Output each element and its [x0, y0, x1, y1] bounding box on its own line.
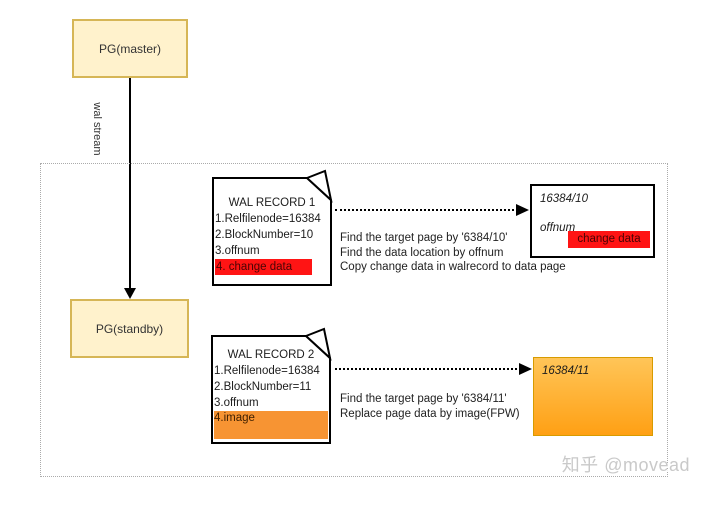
- step-line: Find the target page by '6384/11': [340, 393, 507, 405]
- step-line: Copy change data in walrecord to data pa…: [340, 261, 566, 273]
- steps-block-1: Find the target page by '6384/10' Find t…: [340, 231, 566, 275]
- wal-record-2-content: WAL RECORD 2 1.Relfilenode=16384 2.Block…: [214, 347, 328, 439]
- pg-standby-node: PG(standby): [70, 299, 189, 358]
- wal-record-2-line: 2.BlockNumber=11: [214, 381, 312, 393]
- step-line: Replace page data by image(FPW): [340, 407, 520, 420]
- wal-record-2-line: 1.Relfilenode=16384: [214, 365, 320, 377]
- wal-record-1-content: WAL RECORD 1 1.Relfilenode=16384 2.Block…: [215, 195, 329, 275]
- data-page-11-title: 16384/11: [542, 365, 590, 377]
- watermark: 知乎 @movead: [561, 455, 690, 475]
- wal-record-2-line: 3.offnum: [214, 397, 259, 409]
- data-page-10-offnum: offnum: [540, 222, 576, 234]
- steps-block-2: Find the target page by '6384/11' Replac…: [340, 392, 520, 421]
- step-line: Find the data location by offnum: [340, 246, 504, 259]
- wal-record-2-arrowhead-icon: [519, 363, 532, 375]
- pg-master-label: PG(master): [98, 41, 161, 56]
- data-page-10-title: 16384/10: [540, 193, 588, 205]
- data-page-16384-10: 16384/10 offnum change data: [530, 184, 655, 258]
- wal-record-1-line: 1.Relfilenode=16384: [215, 213, 321, 225]
- data-page-16384-11: 16384/11: [533, 357, 653, 436]
- wal-record-1-note-shape: [212, 169, 333, 286]
- wal-record-1-arrow-line: [335, 209, 518, 211]
- wal-record-2-image-highlight: 4.image: [214, 411, 328, 439]
- wal-stream-arrow-line: [129, 78, 131, 289]
- wal-record-1-change-data-highlight: 4. change data: [215, 259, 312, 275]
- wal-stream-arrowhead-icon: [124, 288, 136, 299]
- wal-record-1-line: 3.offnum: [215, 245, 260, 257]
- standby-region-frame: [40, 163, 668, 477]
- wal-record-1-arrowhead-icon: [516, 204, 529, 216]
- wal-stream-label: wal stream: [91, 102, 103, 156]
- wal-record-2-title: WAL RECORD 2: [227, 349, 315, 361]
- wal-record-1-title: WAL RECORD 1: [228, 197, 316, 209]
- wal-record-1-line: 2.BlockNumber=10: [215, 229, 314, 241]
- wal-record-2-arrow-line: [335, 368, 521, 370]
- step-line: Find the target page by '6384/10': [340, 232, 508, 244]
- data-page-10-change-data-highlight: change data: [568, 231, 650, 248]
- pg-standby-label: PG(standby): [95, 321, 164, 336]
- pg-master-node: PG(master): [72, 19, 188, 78]
